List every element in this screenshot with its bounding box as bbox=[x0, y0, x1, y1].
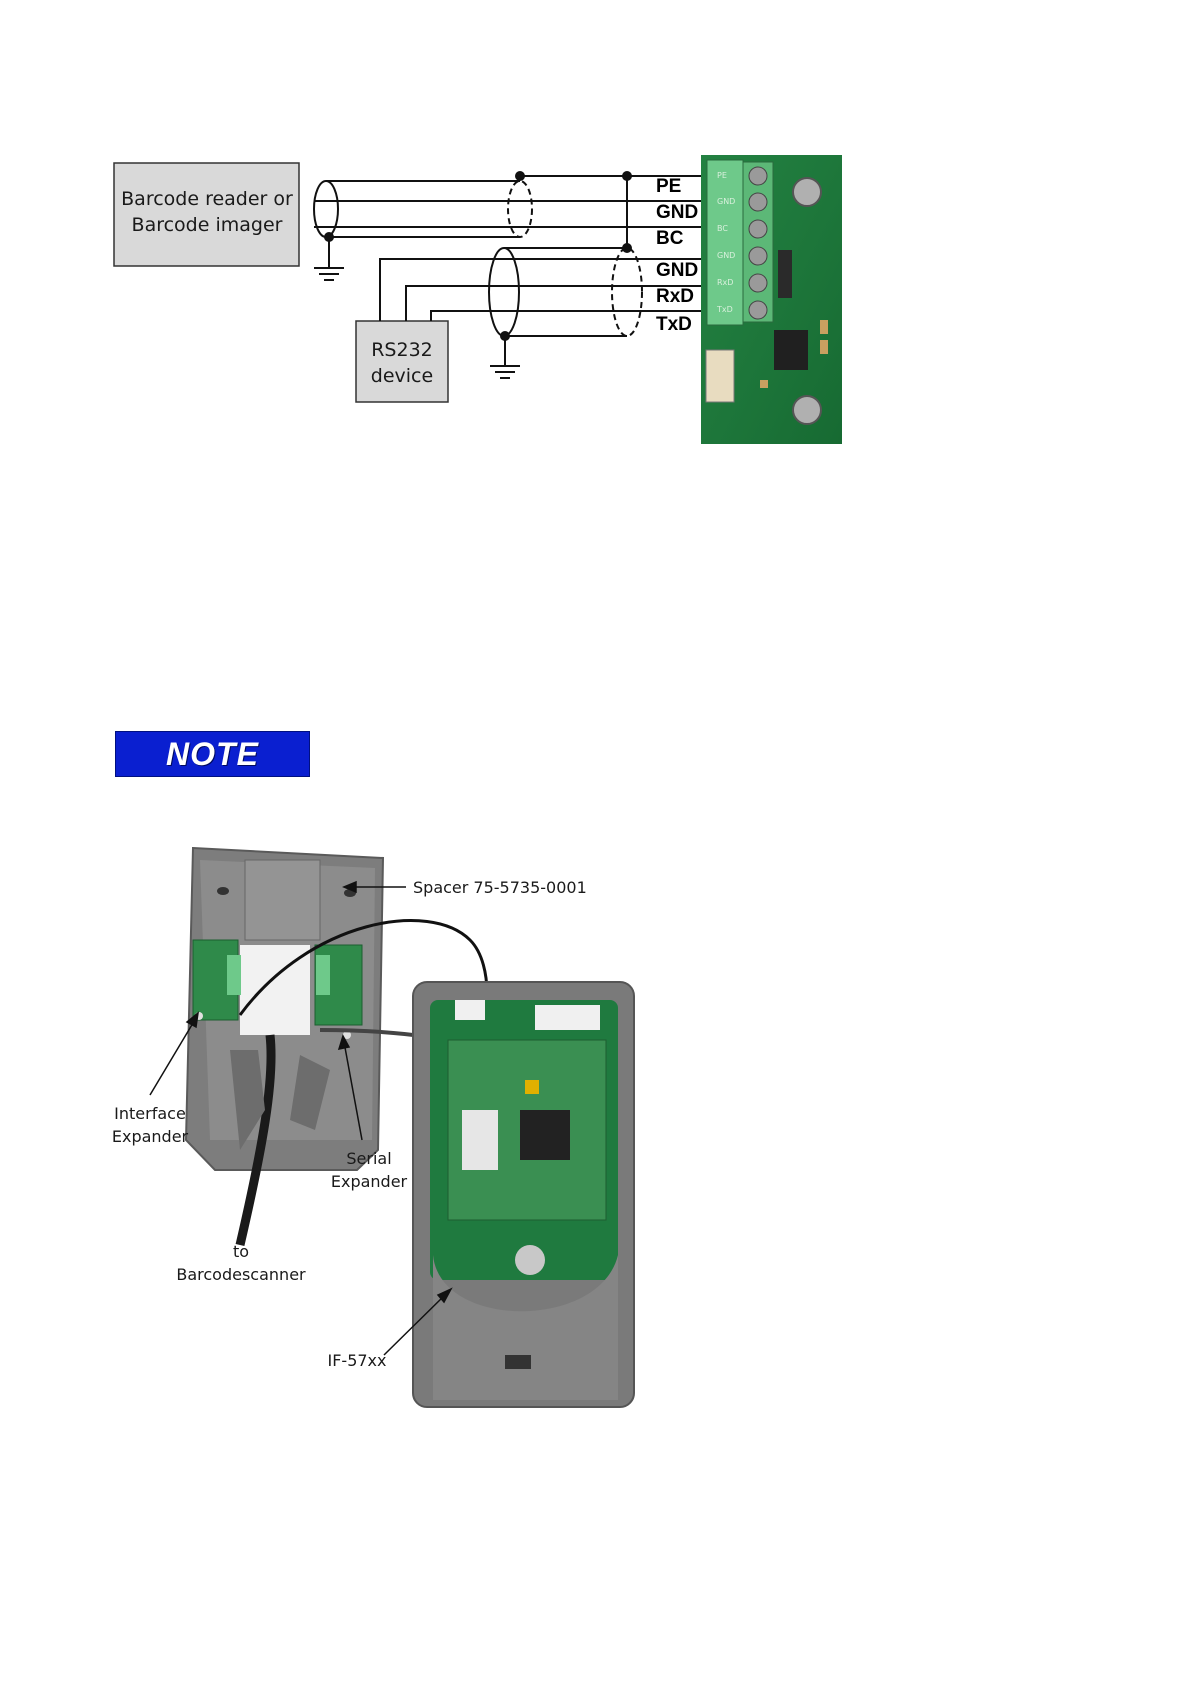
signal-label-txd: TxD bbox=[656, 314, 692, 335]
rs232-label-line1: RS232 bbox=[371, 339, 433, 361]
pcb-pin-label: TxD bbox=[716, 305, 733, 314]
interface-expander-label-line1: Interface bbox=[114, 1104, 186, 1123]
barcode-reader-label-line2: Barcode imager bbox=[132, 214, 283, 236]
signal-label-gnd-2: GND bbox=[656, 260, 698, 281]
pcb-pin-label: RxD bbox=[717, 278, 733, 287]
callout-arrows bbox=[150, 882, 451, 1355]
signal-label-rxd: RxD bbox=[656, 286, 694, 307]
rs232-label-line2: device bbox=[371, 365, 433, 387]
wiring-diagram: Barcode reader or Barcode imager RS232 d… bbox=[0, 0, 1191, 460]
note-label: NOTE bbox=[166, 736, 259, 773]
note-banner: NOTE bbox=[115, 731, 310, 777]
signal-label-pe: PE bbox=[656, 176, 681, 197]
barcode-reader-label-line1: Barcode reader or bbox=[121, 188, 293, 210]
junction-dot bbox=[500, 331, 510, 341]
pcb-pin-label: BC bbox=[717, 224, 728, 233]
junction-dot bbox=[515, 171, 525, 181]
pcb-pin-label: GND bbox=[717, 251, 735, 260]
pcb-pin-label: GND bbox=[717, 197, 735, 206]
pcb-pin-label: PE bbox=[717, 171, 727, 180]
interface-expander-label-line2: Expander bbox=[112, 1127, 189, 1146]
spacer-label: Spacer 75-5735-0001 bbox=[413, 878, 587, 897]
wire-harness bbox=[320, 1030, 470, 1045]
signal-label-bc: BC bbox=[656, 228, 684, 249]
to-label: to bbox=[233, 1242, 249, 1261]
signal-label-gnd: GND bbox=[656, 202, 698, 223]
if57xx-device-image bbox=[413, 982, 634, 1407]
barcodescanner-label: Barcodescanner bbox=[176, 1265, 306, 1284]
wire-harness bbox=[240, 921, 487, 1045]
junction-dot bbox=[622, 171, 632, 181]
junction-dot bbox=[324, 232, 334, 242]
serial-expander-label-line1: Serial bbox=[346, 1149, 391, 1168]
serial-expander-label-line2: Expander bbox=[331, 1172, 408, 1191]
rs232-device-box bbox=[356, 321, 448, 402]
spacer-plate-image bbox=[186, 848, 383, 1245]
if57xx-label: IF-57xx bbox=[328, 1351, 387, 1370]
cable-1 bbox=[314, 176, 712, 280]
